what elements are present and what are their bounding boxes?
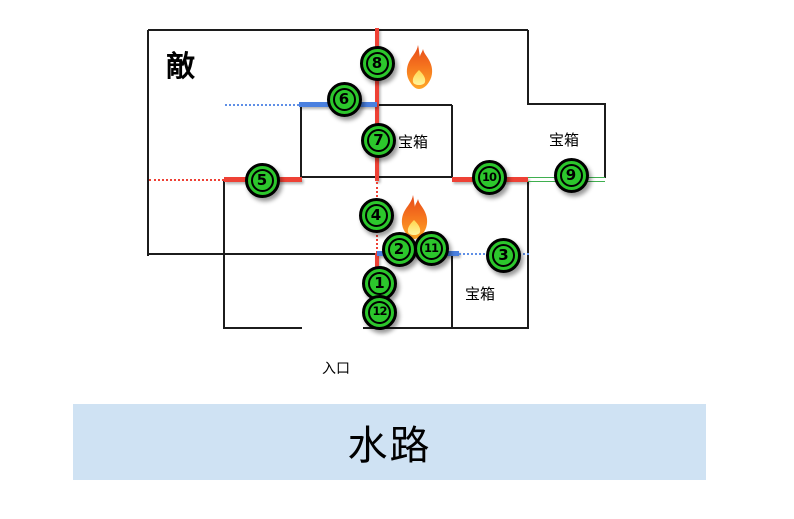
map-wall (528, 103, 606, 105)
map-marker-9: 9 (553, 158, 589, 193)
map-marker-6: 6 (326, 82, 362, 117)
treasure-label: 宝箱 (465, 286, 496, 303)
treasure-label: 宝箱 (549, 132, 580, 149)
marker-number: 4 (364, 204, 388, 227)
marker-number: 10 (477, 166, 501, 189)
map-wall (223, 179, 225, 329)
marker-number: 7 (367, 128, 390, 152)
entrance-label: 入口 (322, 360, 350, 376)
marker-number: 8 (365, 52, 389, 75)
map-wall (363, 327, 529, 329)
map-wall (604, 104, 606, 178)
marker-number: 1 (368, 272, 391, 295)
map-wall (527, 182, 529, 329)
map-marker-3: 3 (486, 237, 521, 273)
map-marker-10: 10 (471, 160, 507, 195)
fire-icon (397, 194, 431, 240)
map-wall (148, 253, 376, 255)
map-wall (224, 327, 302, 329)
map-marker-12: 12 (362, 294, 397, 330)
fire-icon (402, 44, 436, 90)
route-blue-upper-dotted (225, 103, 299, 106)
treasure-label: 宝箱 (398, 134, 429, 151)
map-marker-5: 5 (244, 163, 280, 198)
marker-number: 11 (419, 237, 443, 260)
route-red-vertical-stub (374, 253, 379, 269)
waterway-label: 水路 (347, 424, 432, 468)
marker-number: 2 (387, 238, 411, 261)
marker-number: 5 (250, 169, 274, 192)
map-marker-8: 8 (359, 46, 395, 81)
marker-number: 6 (332, 88, 356, 111)
map-wall (148, 29, 528, 31)
map-wall (300, 105, 302, 178)
map-wall (451, 105, 453, 178)
enemy-label: 敵 (166, 51, 196, 83)
map-marker-2: 2 (381, 232, 417, 267)
map-wall (451, 254, 453, 329)
map-marker-7: 7 (361, 122, 396, 158)
marker-number: 9 (559, 164, 583, 187)
map-marker-11: 11 (413, 231, 449, 266)
marker-number: 12 (368, 300, 391, 324)
map-wall (147, 30, 149, 256)
map-marker-4: 4 (358, 198, 394, 233)
waterway-banner: 水路 (73, 404, 706, 480)
map-wall (527, 30, 529, 105)
marker-number: 3 (492, 243, 515, 267)
route-red-left-dotted (149, 178, 224, 181)
